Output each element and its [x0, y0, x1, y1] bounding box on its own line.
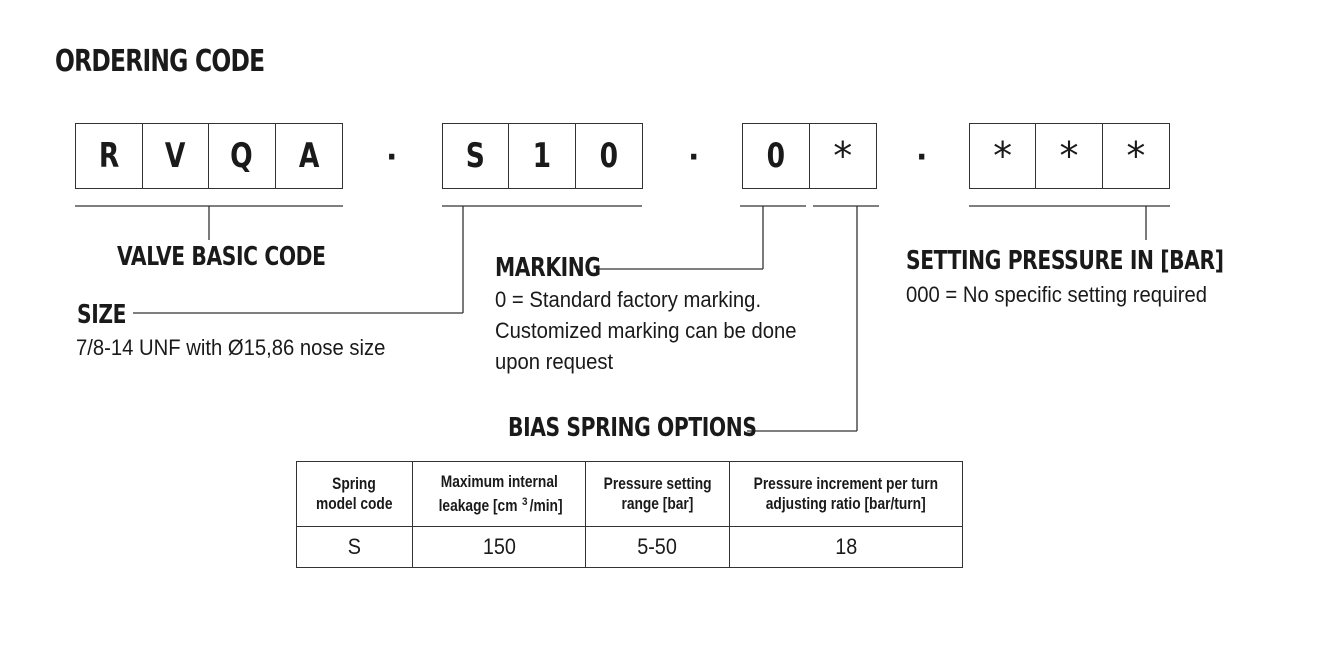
code-cell: * — [1036, 124, 1103, 188]
code-cell: 0 — [743, 124, 810, 188]
code-cell: A — [298, 136, 320, 176]
code-group-size: S 1 0 — [442, 123, 643, 189]
code-group-pressure: * * * — [969, 123, 1170, 189]
code-cell: Q — [209, 124, 276, 188]
code-cell: V — [143, 124, 209, 188]
table-cell: 5-50 — [585, 526, 730, 568]
separator-dot: · — [688, 140, 700, 175]
code-group-valve: R V Q A — [75, 123, 343, 189]
table-cell: 18 — [729, 526, 963, 568]
size-heading: SIZE — [77, 300, 127, 330]
separator-dot: · — [386, 140, 398, 175]
code-cell: 1 — [509, 124, 576, 188]
setting-pressure-heading: SETTING PRESSURE IN [BAR] — [906, 246, 1224, 276]
valve-basic-code-label: VALVE BASIC CODE — [117, 242, 326, 272]
table-cell: S — [296, 526, 413, 568]
code-cell: * — [1126, 134, 1146, 178]
separator-dot: · — [916, 140, 928, 175]
code-cell: R — [76, 124, 143, 188]
size-description: 7/8-14 UNF with Ø15,86 nose size — [76, 335, 386, 360]
marking-heading: MARKING — [495, 253, 601, 283]
marking-description: 0 = Standard factory marking. Customized… — [495, 287, 797, 374]
code-cell: * — [970, 124, 1037, 188]
page-title: ORDERING CODE — [55, 44, 265, 79]
code-cell: * — [833, 134, 853, 178]
table-row: S 150 5-50 18 — [296, 526, 963, 568]
bias-spring-heading: BIAS SPRING OPTIONS — [508, 413, 757, 443]
code-cell: 0 — [599, 136, 619, 176]
setting-pressure-description: 000 = No specific setting required — [906, 282, 1207, 307]
code-group-marking-spring: 0 * — [742, 123, 877, 189]
table-cell: 150 — [412, 526, 586, 568]
code-cell: S — [443, 124, 510, 188]
